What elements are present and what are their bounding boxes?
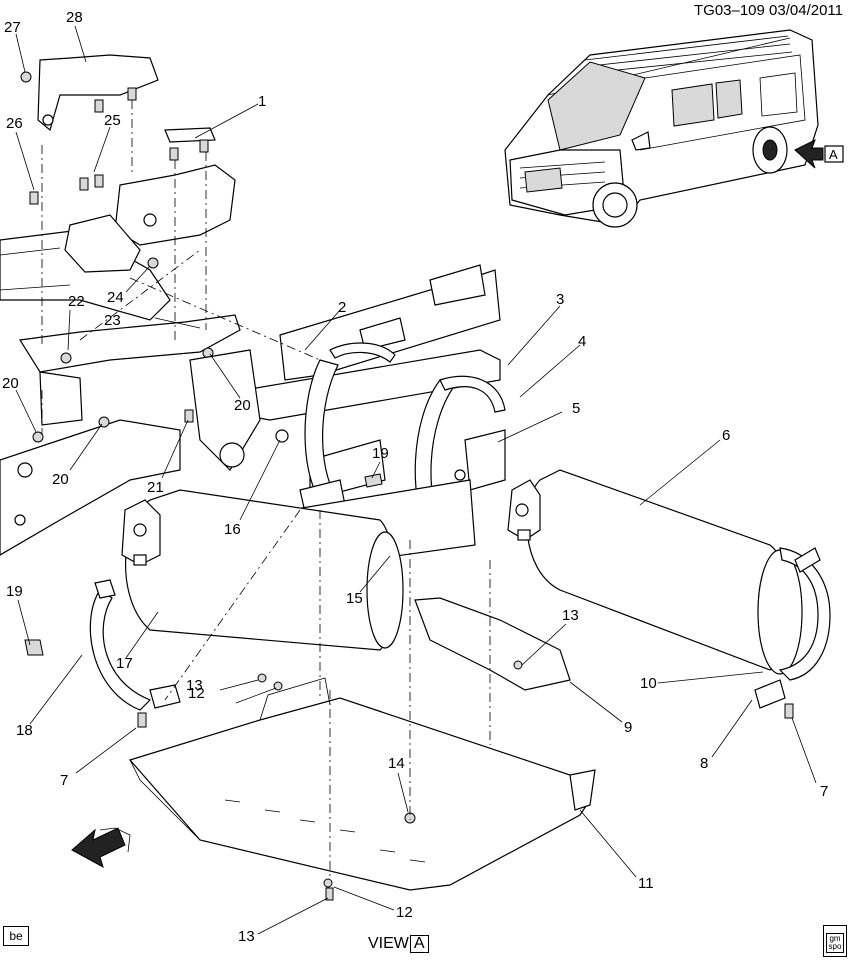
- callout-15: 15: [346, 590, 363, 607]
- heat-shield: [414, 597, 571, 691]
- callout-7-right: 7: [820, 783, 828, 800]
- gm-spo-logo-text: gm spo: [826, 933, 844, 953]
- callout-21: 21: [147, 479, 164, 496]
- right-cng-tank: [507, 469, 831, 719]
- drawing-code-and-date: TG03–109 03/04/2011: [693, 2, 843, 19]
- callout-2: 2: [338, 299, 346, 316]
- skid-plate: [128, 673, 596, 901]
- callout-24: 24: [107, 289, 124, 306]
- callout-5: 5: [572, 400, 580, 417]
- callout-1: 1: [258, 93, 266, 110]
- alignment-lines: [41, 100, 491, 880]
- callout-13-lower: 13: [238, 928, 255, 945]
- callout-26: 26: [6, 115, 23, 132]
- callout-6: 6: [722, 427, 730, 444]
- callout-12-lower: 12: [396, 904, 413, 921]
- callout-9: 9: [624, 719, 632, 736]
- callout-16: 16: [224, 521, 241, 538]
- callout-27: 27: [4, 19, 21, 36]
- view-letter-box: A: [409, 935, 429, 953]
- callout-25: 25: [104, 112, 121, 129]
- van-illustration: A: [504, 29, 844, 228]
- callout-19-center: 19: [372, 445, 389, 462]
- callout-4: 4: [578, 333, 586, 350]
- be-code-box: be: [3, 926, 29, 946]
- view-a-marker-letter: A: [829, 147, 838, 162]
- callout-12-upper: 12: [188, 685, 205, 702]
- callout-13-upper: 13: [186, 677, 203, 694]
- left-cng-tank: [24, 489, 404, 728]
- callout-19-left: 19: [6, 583, 23, 600]
- view-word: VIEW: [368, 935, 409, 952]
- gm-spo-logo: gm spo: [823, 925, 847, 957]
- callout-20-lower: 20: [52, 471, 69, 488]
- callout-23: 23: [104, 312, 121, 329]
- callout-17: 17: [116, 655, 133, 672]
- callout-22: 22: [68, 293, 85, 310]
- callout-13-right: 13: [562, 607, 579, 624]
- view-direction-arrow: [71, 827, 131, 869]
- callout-8: 8: [700, 755, 708, 772]
- callout-10: 10: [640, 675, 657, 692]
- callout-18: 18: [16, 722, 33, 739]
- callout-14: 14: [388, 755, 405, 772]
- callout-28: 28: [66, 9, 83, 26]
- callout-leader-lines: [15, 25, 817, 935]
- callout-numbers: 27 28 1 26 25 24 22 23 2 3 4 20 20 20 5 …: [2, 9, 828, 945]
- callout-20-center: 20: [234, 397, 251, 414]
- callout-7-left: 7: [60, 772, 68, 789]
- callout-20-left: 20: [2, 375, 19, 392]
- callout-11: 11: [638, 875, 654, 892]
- callout-3: 3: [556, 291, 564, 308]
